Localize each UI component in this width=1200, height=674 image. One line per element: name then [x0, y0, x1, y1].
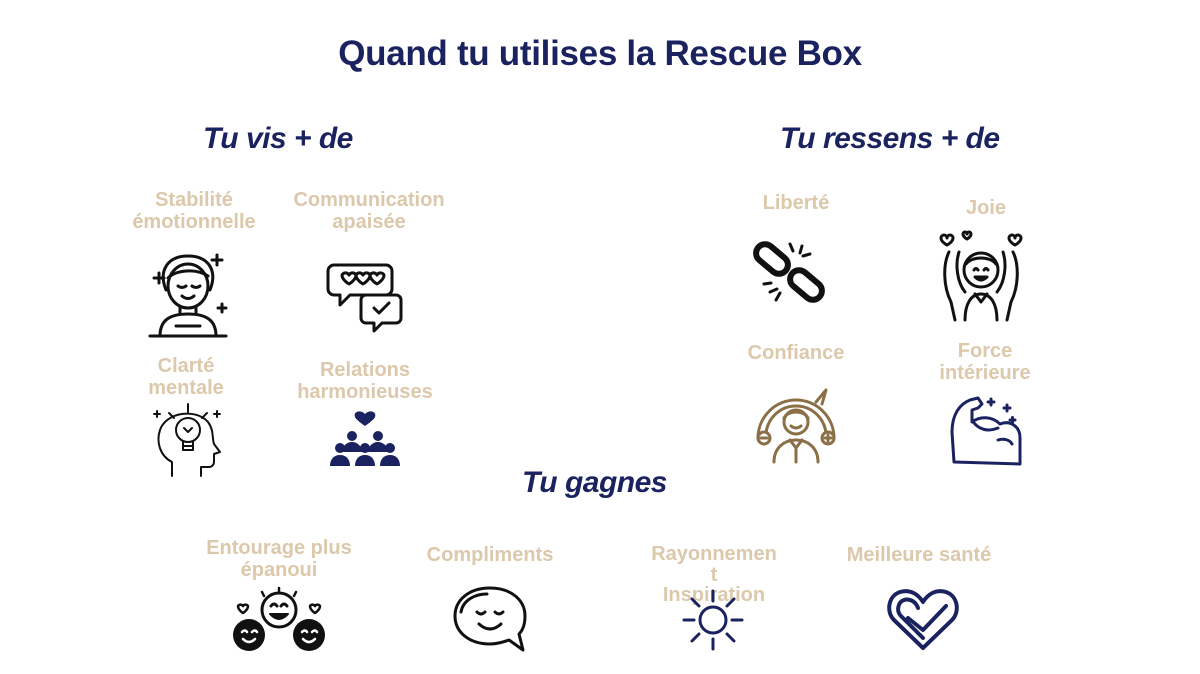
meditating-person-icon	[146, 250, 230, 338]
label-line: apaisée	[332, 211, 406, 233]
label-line: Stabilité	[155, 189, 233, 211]
section-title-vis: Tu vis + de	[203, 122, 353, 155]
label-relations: Relations harmonieuses	[275, 359, 455, 403]
smiling-bubble-icon	[451, 584, 529, 654]
label-line: t	[710, 564, 718, 586]
label-liberte: Liberté	[762, 192, 830, 214]
label-entourage: Entourage plus épanoui	[186, 537, 372, 581]
happy-faces-icon	[232, 586, 326, 652]
label-confiance: Confiance	[747, 342, 845, 364]
page-title: Quand tu utilises la Rescue Box	[338, 34, 862, 73]
label-line: Force	[957, 340, 1013, 362]
label-line: mentale	[148, 377, 224, 399]
section-title-gagnes: Tu gagnes	[522, 466, 667, 499]
heart-check-icon	[886, 586, 960, 652]
label-line: Relations	[319, 359, 411, 381]
label-line: Communication	[293, 189, 445, 211]
label-joie: Joie	[965, 197, 1007, 219]
flexed-arm-icon	[948, 394, 1024, 466]
joyful-person-icon	[935, 230, 1027, 322]
label-compliments: Compliments	[426, 544, 554, 566]
label-line: intérieure	[939, 362, 1031, 384]
group-heart-icon	[330, 411, 400, 466]
label-communication: Communication apaisée	[279, 189, 459, 233]
label-line: Rayonnemen	[651, 543, 777, 565]
section-title-ressens: Tu ressens + de	[780, 122, 1000, 155]
label-force: Force intérieure	[915, 340, 1055, 384]
label-line: émotionnelle	[132, 211, 256, 233]
label-clarte: Clarté mentale	[96, 355, 276, 399]
sun-icon	[680, 587, 746, 653]
label-line: épanoui	[240, 559, 318, 581]
confidence-gauge-icon	[754, 382, 838, 464]
label-meilleure-sante: Meilleure santé	[846, 544, 992, 566]
chat-hearts-icon	[326, 261, 404, 335]
label-line: Clarté	[157, 355, 215, 377]
label-line: Entourage plus	[206, 537, 352, 559]
label-line: harmonieuses	[297, 381, 433, 403]
head-lightbulb-icon	[150, 398, 224, 478]
broken-chain-icon	[750, 240, 830, 306]
label-stabilite: Stabilité émotionnelle	[104, 189, 284, 233]
